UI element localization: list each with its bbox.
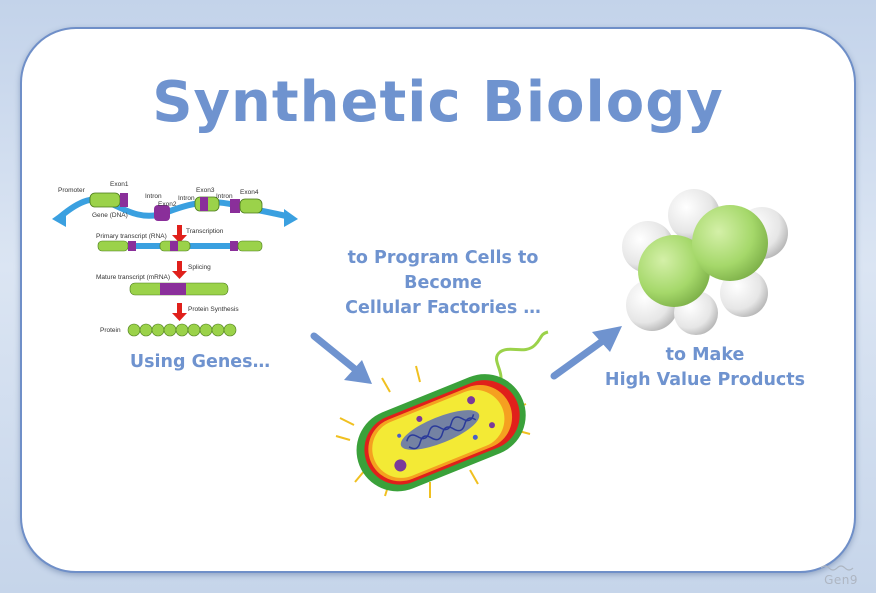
mature-transcript-center <box>160 283 186 295</box>
dna-arrow-left <box>52 209 66 227</box>
intron-marker-3 <box>230 199 240 213</box>
caption-program-cells-line2: Become <box>404 273 482 293</box>
splicing-arrow-head <box>172 271 187 279</box>
bacterium-body <box>356 374 526 492</box>
protein-synthesis-arrow-head <box>172 313 187 321</box>
label-intron-c: Intron <box>216 193 233 200</box>
arrow-to-cell <box>310 332 372 384</box>
brand-logo: Gen9 <box>824 573 858 587</box>
label-protein-synthesis: Protein Synthesis <box>188 306 239 313</box>
label-protein: Protein <box>100 327 121 334</box>
label-mature-transcript: Mature transcript (mRNA) <box>96 274 171 281</box>
caption-products-line1: to Make <box>665 345 745 365</box>
primary-exon1 <box>97 240 129 252</box>
hydrogen-atom <box>720 269 768 317</box>
dna-arrow-right <box>284 209 298 227</box>
brand-wave-icon <box>820 565 854 571</box>
slide-title: Synthetic Biology <box>152 70 724 135</box>
primary-intron3 <box>230 241 238 251</box>
gene-diagram-graphic <box>52 192 298 337</box>
label-exon3: Exon3 <box>196 187 215 194</box>
intron-marker-1 <box>120 193 128 207</box>
molecule-model <box>622 189 788 335</box>
caption-using-genes: Using Genes… <box>129 352 271 372</box>
primary-exon3 <box>237 240 263 252</box>
protein-chain <box>127 323 237 337</box>
arrow-to-products <box>550 326 622 380</box>
exon1-block <box>89 192 121 208</box>
transcription-arrow-shaft <box>177 225 182 235</box>
label-gene-dna: Gene (DNA) <box>92 212 128 219</box>
label-splicing: Splicing <box>188 264 211 271</box>
label-exon2: Exon2 <box>158 201 177 208</box>
splicing-arrow-shaft <box>177 261 182 271</box>
carbon-atom <box>692 205 768 281</box>
bacterium-cell <box>335 330 549 498</box>
exon2-block <box>154 205 170 221</box>
label-exon1: Exon1 <box>110 181 129 188</box>
label-intron-a: Intron <box>145 193 162 200</box>
caption-program-cells-line1: to Program Cells to <box>347 248 539 268</box>
exon4-block <box>239 198 263 214</box>
caption-products-line2: High Value Products <box>604 370 806 390</box>
slide-card <box>20 27 856 573</box>
bacterium-flagellum <box>494 330 549 386</box>
protein-synthesis-arrow-shaft <box>177 303 182 313</box>
label-exon4: Exon4 <box>240 189 259 196</box>
label-promoter: Promoter <box>58 187 85 194</box>
intron-marker-2 <box>200 197 208 211</box>
label-transcription: Transcription <box>186 228 224 235</box>
caption-high-value-products: to Make High Value Products <box>580 343 830 393</box>
caption-program-cells: to Program Cells to Become Cellular Fact… <box>318 246 568 321</box>
carbon-atom <box>638 235 710 307</box>
transcription-arrow-head <box>172 235 187 243</box>
caption-program-cells-line3: Cellular Factories … <box>345 298 541 318</box>
label-intron-b: Intron <box>178 195 195 202</box>
gene-expression-diagram: Promoter Exon1 Intron Exon2 Intron Exon3… <box>50 175 310 350</box>
primary-intron1 <box>128 241 136 251</box>
primary-intron2 <box>170 241 178 251</box>
label-primary-transcript: Primary transcript (RNA) <box>96 233 167 240</box>
